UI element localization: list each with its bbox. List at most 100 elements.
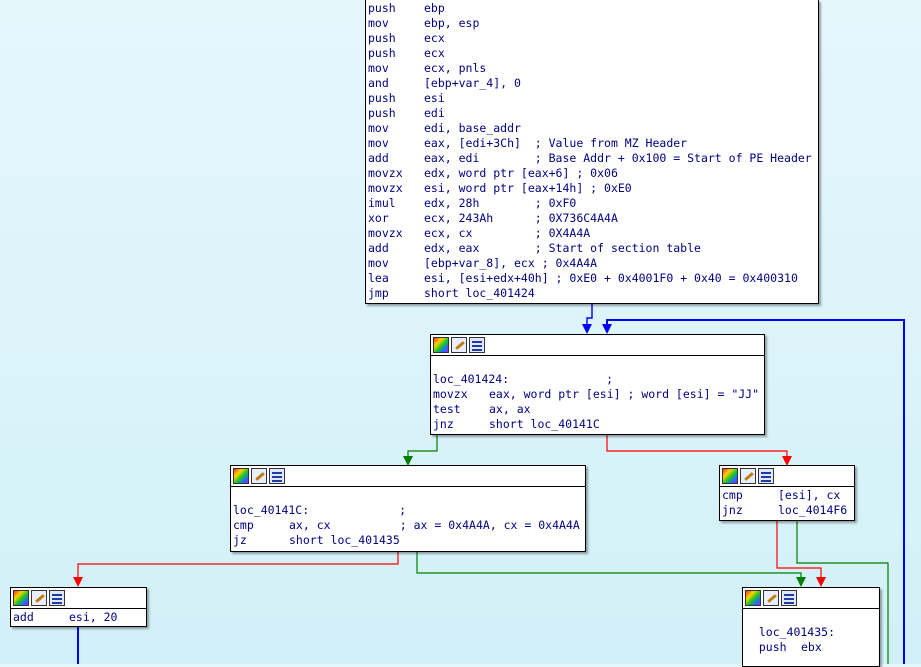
block-label[interactable]: loc_401424: ; <box>433 372 614 386</box>
mnemonic: add <box>13 610 34 624</box>
graph-overview-icon[interactable] <box>49 590 65 606</box>
operands: esi, word ptr [eax+14h] <box>424 181 584 195</box>
operands: eax, edi <box>424 151 480 165</box>
instruction-line[interactable]: add esi, 20 <box>13 610 146 625</box>
block-add[interactable]: add esi, 20 <box>10 587 147 627</box>
operands: [ebp+var_4], 0 <box>424 76 521 90</box>
operands: esi <box>424 91 445 105</box>
block-titlebar <box>720 466 854 487</box>
block-code: add esi, 20 <box>11 609 146 627</box>
instruction-line[interactable]: movzx eax, word ptr [esi] ; word [esi] = … <box>433 387 764 402</box>
block-label[interactable]: loc_401435: <box>745 625 836 639</box>
rename-edit-icon[interactable] <box>740 468 756 484</box>
graph-overview-icon[interactable] <box>758 468 774 484</box>
comment: ; 0xF0 <box>479 196 577 210</box>
block-titlebar <box>743 588 879 609</box>
mnemonic: mov <box>368 136 389 150</box>
mnemonic: cmp <box>722 488 743 502</box>
operands: short loc_401435 <box>289 533 400 547</box>
mnemonic: push <box>368 31 396 45</box>
operands: esi, [esi+edx+40h] <box>424 271 549 285</box>
instruction-line[interactable]: jz short loc_401435 <box>233 533 585 548</box>
block-titlebar <box>11 588 146 609</box>
mnemonic: jz <box>233 533 247 547</box>
comment: ; 0xE0 + 0x4001F0 + 0x40 = 0x400310 <box>548 271 798 285</box>
color-palette-icon[interactable] <box>233 468 249 484</box>
instruction-line[interactable]: cmp[esi], cx <box>722 488 854 503</box>
instruction-line[interactable]: mov ebp, esp <box>368 16 818 31</box>
instruction-line[interactable]: push edi <box>368 106 818 121</box>
rename-edit-icon[interactable] <box>251 468 267 484</box>
block-loc-401424[interactable]: loc_401424: ; movzx eax, word ptr [esi] ;… <box>430 334 765 435</box>
block-titlebar <box>231 466 585 487</box>
operands: ebp <box>424 1 445 15</box>
instruction-line[interactable]: and[ebp+var_4], 0 <box>368 76 818 91</box>
block-titlebar <box>431 335 764 356</box>
operands: short loc_401424 <box>424 286 535 300</box>
rename-edit-icon[interactable] <box>31 590 47 606</box>
mnemonic: mov <box>368 16 389 30</box>
operands: eax, word ptr [esi] ; word [esi] = "JJ" <box>489 387 760 401</box>
operands: edi, base_addr <box>424 121 521 135</box>
edge-cmp-false-arrowhead <box>816 577 826 587</box>
mnemonic: add <box>368 151 389 165</box>
mnemonic: imul <box>368 196 396 210</box>
mnemonic: mov <box>368 256 389 270</box>
instruction-line[interactable]: mov[ebp+var_8], ecx ; 0x4A4A <box>368 256 818 271</box>
mnemonic: movzx <box>433 387 468 401</box>
mnemonic: push <box>368 106 396 120</box>
block-label[interactable]: loc_40141C: ; <box>233 503 407 517</box>
color-palette-icon[interactable] <box>13 590 29 606</box>
operands: short loc_40141C <box>489 417 600 431</box>
comment: ; ax = 0x4A4A, cx = 0x4A4A <box>330 518 580 532</box>
edge-jz-false <box>77 552 399 585</box>
mnemonic: push <box>368 1 396 15</box>
color-palette-icon[interactable] <box>433 337 449 353</box>
color-palette-icon[interactable] <box>745 590 761 606</box>
operands: esi, 20 <box>69 610 118 624</box>
graph-overview-icon[interactable] <box>781 590 797 606</box>
graph-overview-icon[interactable] <box>269 468 285 484</box>
operands: ax, cx <box>289 518 331 532</box>
operands: edi <box>424 106 445 120</box>
operands: ecx <box>424 46 445 60</box>
instruction-line[interactable]: push ebp <box>368 1 818 16</box>
operands: edx, word ptr [eax+6] <box>424 166 570 180</box>
edge-jnz-true <box>407 435 438 464</box>
edge-jnz-true-arrowhead <box>403 456 413 466</box>
edge-jz-true <box>416 552 802 585</box>
operands: ax, ax <box>489 402 531 416</box>
color-palette-icon[interactable] <box>722 468 738 484</box>
edge-loop-arrowhead <box>602 324 612 334</box>
graph-overview-icon[interactable] <box>469 337 485 353</box>
rename-edit-icon[interactable] <box>451 337 467 353</box>
rename-edit-icon[interactable] <box>763 590 779 606</box>
operands: ebp, esp <box>424 16 480 30</box>
